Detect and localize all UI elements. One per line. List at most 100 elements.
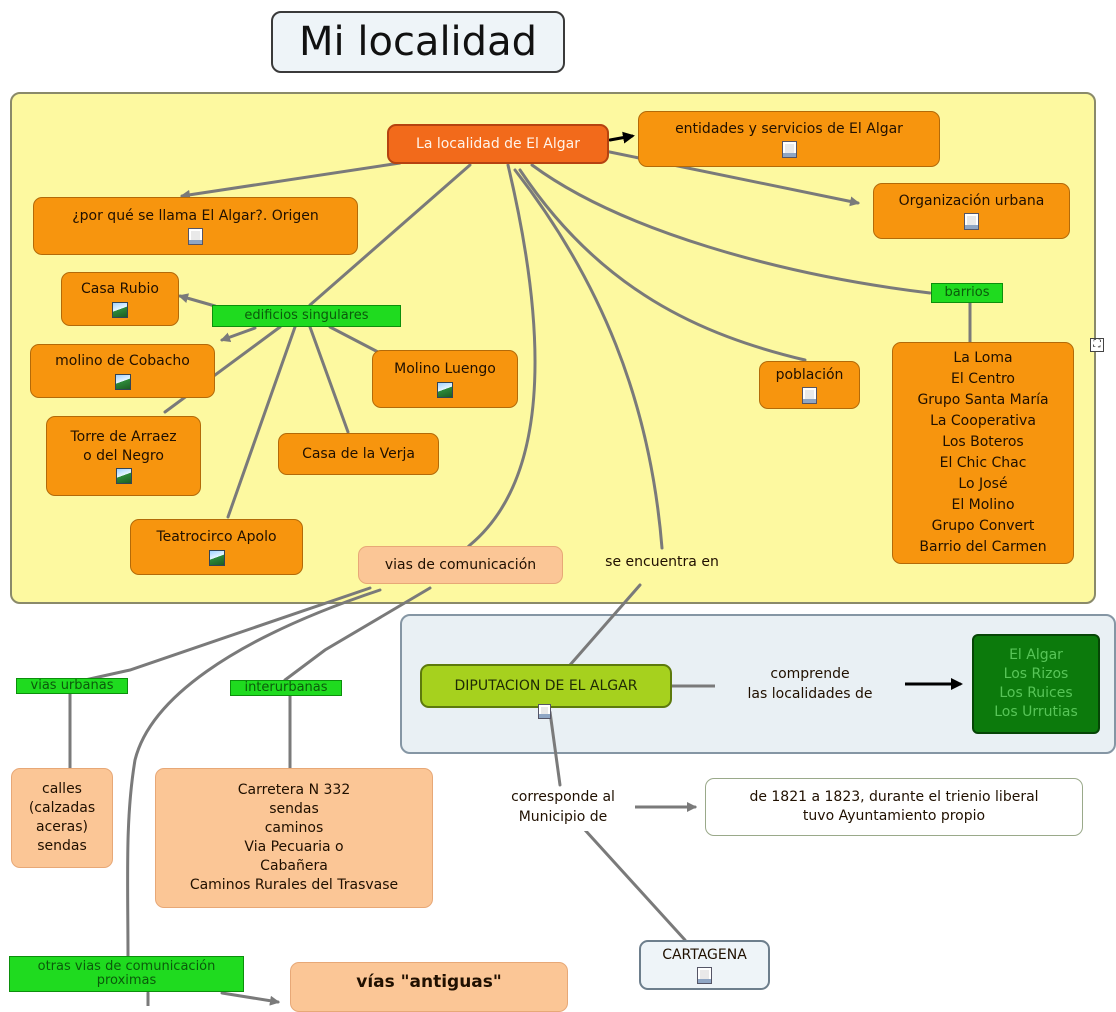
comprende-line: comprende — [770, 666, 850, 682]
link-main-barrios — [530, 163, 932, 295]
document-icon[interactable] — [964, 213, 979, 231]
node-torre-line2: o del Negro — [83, 447, 164, 464]
link-edificios-verja — [308, 325, 350, 434]
node-torre[interactable]: Torre de Arraez o del Negro — [46, 416, 201, 496]
node-antiguas[interactable]: vías "antiguas" — [290, 962, 568, 1012]
node-calles[interactable]: calles (calzadas aceras) sendas — [11, 768, 113, 868]
node-molino-cobacho[interactable]: molino de Cobacho — [30, 344, 215, 398]
link-edificios-luengo — [328, 325, 380, 354]
node-cartagena-label: CARTAGENA — [662, 946, 747, 963]
node-antiguas-label: vías "antiguas" — [356, 972, 502, 992]
label-interurbanas-text: interurbanas — [244, 679, 328, 695]
link-diputacion-corresponde — [548, 710, 562, 787]
barrio-item: Grupo Convert — [931, 518, 1035, 534]
barrio-item: Lo José — [958, 476, 1008, 492]
link-vias-interurbanas — [283, 586, 432, 682]
image-icon[interactable] — [208, 549, 225, 566]
node-origen[interactable]: ¿por qué se llama El Algar?. Origen — [33, 197, 358, 255]
link-edificios-casarubio — [178, 293, 217, 308]
otras-vias-line: otras vias de comunicación — [37, 958, 216, 974]
barrio-item: El Centro — [951, 371, 1015, 387]
node-organizacion[interactable]: Organización urbana — [873, 183, 1070, 239]
node-organizacion-label: Organización urbana — [898, 192, 1045, 209]
node-casa-verja[interactable]: Casa de la Verja — [278, 433, 439, 475]
carreteras-line: sendas — [269, 801, 319, 818]
barrio-item: Grupo Santa María — [917, 392, 1049, 408]
node-carreteras[interactable]: Carretera N 332 sendas caminos Via Pecua… — [155, 768, 433, 908]
label-vias-urbanas-text: vias urbanas — [30, 677, 114, 693]
barrio-item: La Cooperativa — [930, 413, 1036, 429]
node-teatrocirco[interactable]: Teatrocirco Apolo — [130, 519, 303, 575]
link-encuentra-diputacion — [568, 583, 642, 667]
link-main-encuentra — [513, 168, 664, 550]
carreteras-line: Caminos Rurales del Trasvase — [189, 876, 399, 893]
document-icon[interactable] — [781, 141, 797, 159]
node-casa-verja-label: Casa de la Verja — [302, 445, 415, 462]
carreteras-line: Cabañera — [260, 857, 328, 874]
node-main[interactable]: La localidad de El Algar — [387, 124, 609, 164]
node-vias[interactable]: vias de comunicación — [358, 546, 563, 584]
node-teatrocirco-label: Teatrocirco Apolo — [156, 529, 277, 546]
barrio-item: El Molino — [951, 497, 1015, 513]
localidad-item: El Algar — [1009, 647, 1063, 664]
node-torre-line1: Torre de Arraez — [70, 428, 177, 445]
link-main-edificios — [308, 163, 472, 307]
calles-line: (calzadas — [28, 800, 96, 817]
link-main-vias — [438, 163, 537, 577]
trienio-line: tuvo Ayuntamiento propio — [802, 808, 986, 824]
image-icon[interactable] — [115, 468, 132, 485]
label-edificios: edificios singulares — [212, 305, 401, 327]
node-molino-luengo[interactable]: Molino Luengo — [372, 350, 518, 408]
label-interurbanas: interurbanas — [230, 680, 342, 696]
node-diputacion[interactable]: DIPUTACION DE EL ALGAR — [420, 664, 672, 708]
link-label-corresponde: corresponde al Municipio de — [491, 787, 635, 831]
node-trienio[interactable]: de 1821 a 1823, durante el trienio liber… — [705, 778, 1083, 836]
otras-vias-line: proximas — [96, 973, 157, 988]
expand-icon[interactable]: ⛶ — [1090, 338, 1104, 352]
image-icon[interactable] — [114, 373, 131, 390]
image-icon[interactable] — [112, 301, 128, 318]
node-diputacion-label: DIPUTACION DE EL ALGAR — [454, 677, 638, 694]
barrio-item: La Loma — [953, 350, 1013, 366]
node-vias-label: vias de comunicación — [384, 556, 537, 573]
barrio-item: Los Boteros — [942, 434, 1024, 450]
barrio-item: El Chic Chac — [939, 455, 1027, 471]
barrio-item: Barrio del Carmen — [919, 539, 1047, 555]
document-icon[interactable] — [188, 228, 203, 246]
carreteras-line: Via Pecuaria o — [244, 839, 344, 855]
image-icon[interactable] — [437, 381, 453, 398]
node-barrios-list[interactable]: La Loma El Centro Grupo Santa María La C… — [892, 342, 1074, 564]
link-edificios-cobacho — [220, 326, 257, 342]
node-entidades[interactable]: entidades y servicios de El Algar — [638, 111, 940, 167]
link-main-poblacion — [518, 168, 807, 362]
document-icon[interactable] — [802, 387, 817, 405]
document-icon[interactable] — [538, 704, 551, 719]
link-label-encuentra: se encuentra en — [605, 554, 719, 570]
link-vias-urbanas — [83, 586, 372, 682]
node-poblacion[interactable]: población — [759, 361, 860, 409]
link-vias-otras — [126, 588, 382, 962]
node-entidades-label: entidades y servicios de El Algar — [675, 120, 903, 137]
node-cartagena[interactable]: CARTAGENA — [639, 940, 770, 990]
node-origen-label: ¿por qué se llama El Algar?. Origen — [72, 207, 319, 224]
node-main-label: La localidad de El Algar — [416, 135, 580, 152]
node-molino-cobacho-label: molino de Cobacho — [55, 353, 190, 370]
node-localidades[interactable]: El Algar Los Rizos Los Ruices Los Urruti… — [972, 634, 1100, 734]
corresponde-line: corresponde al — [511, 789, 615, 805]
calles-line: aceras) — [36, 819, 88, 835]
link-edificios-teatro — [226, 325, 297, 519]
link-main-origen — [180, 161, 402, 200]
trienio-line: de 1821 a 1823, durante el trienio liber… — [749, 789, 1039, 806]
link-otras-antiguas — [220, 991, 280, 1006]
node-casa-rubio[interactable]: Casa Rubio — [61, 272, 179, 326]
node-casa-rubio-label: Casa Rubio — [81, 281, 159, 298]
localidad-item: Los Ruices — [999, 685, 1073, 701]
carreteras-line: Carretera N 332 — [237, 782, 351, 799]
comprende-line: las localidades de — [747, 686, 873, 703]
link-corresponde-cartagena — [583, 828, 687, 942]
document-icon[interactable] — [697, 967, 712, 985]
link-label-comprende: comprende las localidades de — [715, 664, 905, 708]
node-poblacion-label: población — [775, 366, 844, 383]
label-barrios-text: barrios — [944, 284, 990, 300]
label-edificios-text: edificios singulares — [244, 307, 369, 323]
